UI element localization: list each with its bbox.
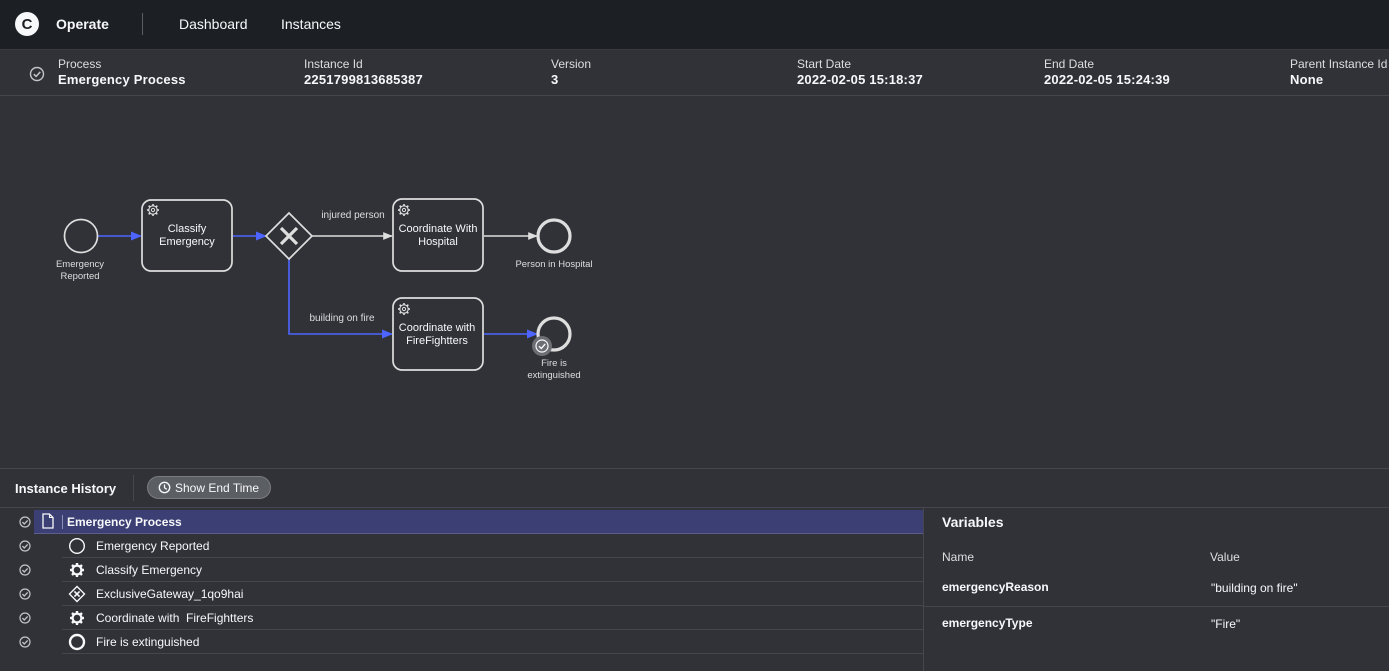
parent-instance-field: Parent Instance Id None (1290, 57, 1387, 88)
completed-state-icon (19, 612, 31, 624)
history-divider (133, 475, 134, 501)
gateway-x-icon (279, 226, 299, 246)
tree-row-label: ExclusiveGateway_1qo9hai (96, 587, 244, 601)
tree-row-emergency-reported[interactable]: Emergency Reported (0, 534, 923, 558)
completed-state-icon (19, 516, 31, 528)
exclusive-gateway-icon (68, 585, 86, 603)
tree-row-fire-extinguished[interactable]: Fire is extinguished (0, 630, 923, 654)
process-field: Process Emergency Process (58, 57, 186, 88)
completed-state-icon (19, 588, 31, 600)
end-date-label: End Date (1044, 57, 1095, 71)
tree-row-root[interactable]: Emergency Process (0, 510, 923, 534)
tree-row-classify-emergency[interactable]: Classify Emergency (0, 558, 923, 582)
camunda-logo[interactable]: C (15, 12, 39, 36)
nav-instances-link[interactable]: Instances (281, 16, 341, 32)
instance-history-title: Instance History (15, 481, 117, 496)
instance-history-tree: Emergency Process Emergency Reported (0, 508, 923, 671)
document-icon (42, 513, 54, 529)
start-date-value: 2022-02-05 15:18:37 (797, 72, 923, 87)
start-date-field: Start Date 2022-02-05 15:18:37 (797, 57, 923, 88)
parent-instance-value: None (1290, 72, 1324, 87)
version-field: Version 3 (551, 57, 591, 88)
process-value: Emergency Process (58, 72, 186, 87)
instance-header: Process Emergency Process Instance Id 22… (0, 50, 1389, 96)
variable-row-divider (924, 606, 1389, 607)
tree-row-label: Emergency Process (67, 515, 182, 529)
variable-name: emergencyType (942, 616, 1033, 630)
variable-value[interactable]: "building on fire" (1211, 581, 1298, 595)
variables-title: Variables (942, 514, 1004, 530)
instance-id-label: Instance Id (304, 57, 363, 71)
tree-row-exclusive-gateway[interactable]: ExclusiveGateway_1qo9hai (0, 582, 923, 606)
completed-state-icon (19, 636, 31, 648)
flow-label-fire: building on fire (309, 313, 374, 324)
instance-id-field: Instance Id 2251799813685387 (304, 57, 423, 88)
tree-row-label: Fire is extinguished (96, 635, 200, 649)
variables-panel: Variables Name Value emergencyReason "bu… (923, 508, 1389, 671)
instance-id-value: 2251799813685387 (304, 72, 423, 87)
service-task-icon (70, 611, 84, 625)
completed-state-icon (29, 66, 45, 82)
end-date-value: 2022-02-05 15:24:39 (1044, 72, 1170, 87)
end-event-icon (68, 633, 86, 651)
tree-row-label: Coordinate with FireFightters (96, 611, 254, 625)
variables-name-header: Name (942, 550, 975, 564)
service-task-icon (70, 563, 84, 577)
top-navigation-bar: C Operate Dashboard Instances (0, 0, 1389, 50)
variables-value-header: Value (1210, 550, 1240, 564)
tree-row-label: Emergency Reported (96, 539, 210, 553)
instance-history-bar: Instance History Show End Time (0, 468, 1389, 508)
parent-instance-label: Parent Instance Id (1290, 57, 1388, 71)
version-value: 3 (551, 72, 559, 87)
show-end-time-toggle[interactable]: Show End Time (147, 476, 272, 499)
tree-row-coordinate-firefighters[interactable]: Coordinate with FireFightters (0, 606, 923, 630)
hospital-end-label: Person in Hospital (515, 259, 592, 270)
app-brand-link[interactable]: Operate (56, 16, 109, 32)
process-label: Process (58, 57, 102, 71)
flow-gateway-to-firefighters (288, 258, 394, 339)
variable-name: emergencyReason (942, 580, 1049, 594)
version-label: Version (551, 57, 592, 71)
tree-row-label: Classify Emergency (96, 563, 203, 577)
completed-state-icon (19, 564, 31, 576)
completed-badge-icon (532, 336, 552, 356)
completed-state-icon (19, 540, 31, 552)
exclusive-gateway[interactable] (264, 211, 314, 261)
variable-value[interactable]: "Fire" (1211, 617, 1241, 631)
nav-dashboard-link[interactable]: Dashboard (179, 16, 248, 32)
end-event-person-in-hospital[interactable]: Person in Hospital (515, 218, 593, 270)
flow-label-injured: injured person (321, 210, 384, 221)
clock-icon (158, 481, 171, 494)
bpmn-diagram-canvas[interactable]: injured person building on fire Emergenc… (0, 96, 1389, 468)
start-event-icon (68, 537, 86, 555)
start-date-label: Start Date (797, 57, 852, 71)
end-date-field: End Date 2022-02-05 15:24:39 (1044, 57, 1170, 88)
show-end-time-label: Show End Time (175, 480, 260, 495)
nav-divider (142, 13, 143, 35)
